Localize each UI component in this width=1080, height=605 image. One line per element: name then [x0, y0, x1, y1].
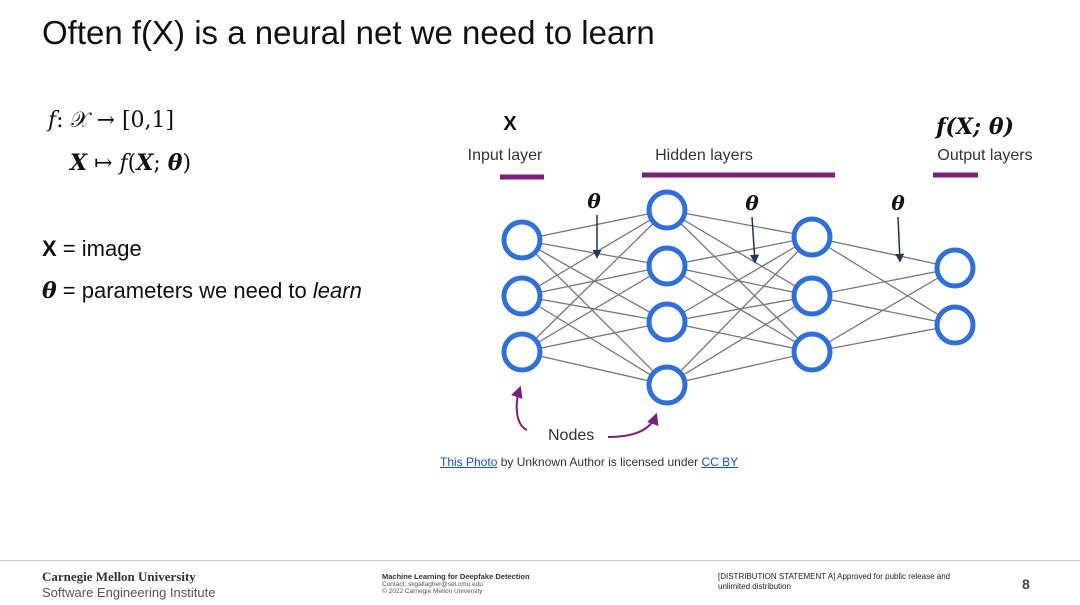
- connection-edge: [811, 267, 956, 353]
- network-nodes: [501, 189, 976, 406]
- nodes-arrow-right: [607, 412, 659, 438]
- network-node: [646, 245, 688, 287]
- photo-credit: This Photo by Unknown Author is licensed…: [440, 455, 738, 469]
- bullet-x-text: = image: [56, 236, 142, 261]
- math-semicolon: ;: [153, 151, 161, 176]
- slide-title: Often f(X) is a neural net we need to le…: [42, 14, 655, 51]
- license-link[interactable]: CC BY: [701, 455, 739, 469]
- bullet-x-image: X = image: [42, 236, 142, 262]
- function-mapping: X ↦ f(X; θ): [70, 150, 191, 176]
- input-symbol: X: [503, 113, 517, 135]
- math-codomain: [0,1]: [121, 108, 175, 133]
- connection-edge: [811, 267, 956, 297]
- connection-edge: [666, 209, 813, 238]
- function-definition: f: 𝒳 → [0,1]: [48, 108, 174, 133]
- connection-edge: [811, 236, 956, 269]
- nodes-arrow-left: [511, 385, 528, 431]
- connection-edge: [521, 209, 668, 353]
- photo-link[interactable]: This Photo: [440, 455, 498, 469]
- distribution-statement: [DISTRIBUTION STATEMENT A] Approved for …: [718, 572, 951, 591]
- math-f2: f: [119, 151, 128, 176]
- network-node: [501, 275, 543, 317]
- output-layers-label: Output layers: [937, 147, 1032, 164]
- math-domain: 𝒳: [70, 108, 90, 133]
- hidden-layers-label: Hidden layers: [655, 147, 753, 164]
- math-f: f: [48, 108, 57, 133]
- page-number: 8: [1022, 576, 1030, 592]
- bullet-theta-emph: learn: [312, 278, 362, 303]
- network-node: [791, 331, 833, 373]
- math-theta: θ: [167, 150, 183, 176]
- network-node: [501, 331, 543, 373]
- connection-edge: [811, 324, 956, 353]
- network-node: [501, 219, 543, 261]
- network-node: [646, 364, 688, 406]
- connection-edge: [666, 351, 813, 386]
- footer-copyright: © 2022 Carnegie Mellon University: [382, 588, 483, 595]
- network-node: [791, 216, 833, 258]
- footer-talk-title: Machine Learning for Deepfake Detection: [382, 572, 530, 581]
- connection-edge: [666, 236, 813, 386]
- footer-talk-info: Machine Learning for Deepfake Detection …: [382, 572, 530, 595]
- network-node: [646, 301, 688, 343]
- input-layer-label: Input layer: [468, 147, 543, 164]
- connection-edge: [666, 321, 813, 353]
- math-close-paren: ): [182, 151, 192, 176]
- theta-label-3: θ: [891, 191, 905, 215]
- connection-edges: [521, 209, 956, 386]
- neural-network-diagram: X f(X; θ) Input layer Hidden layers Outp…: [468, 113, 1033, 444]
- output-symbol: f(X; θ): [934, 114, 1014, 140]
- connection-edge: [666, 295, 813, 323]
- cmu-logo-text: Carnegie Mellon University: [42, 569, 196, 584]
- footer-contact: Contact: skgallagher@sei.cmu.edu: [382, 581, 483, 588]
- bullet-theta-params: θ = parameters we need to learn: [42, 278, 362, 304]
- bullet-x-symbol: X: [42, 236, 57, 261]
- connection-edge: [811, 236, 956, 326]
- connection-edge: [521, 265, 668, 353]
- connection-edge: [666, 295, 813, 386]
- connection-edge: [666, 236, 813, 267]
- math-x: X: [70, 150, 88, 176]
- math-x-arg: X: [136, 150, 154, 176]
- math-open-paren: (: [127, 151, 137, 176]
- connection-edge: [666, 265, 813, 297]
- network-node: [934, 247, 976, 289]
- footer-divider: [0, 560, 1080, 561]
- theta-annotations: θ θ θ: [587, 189, 905, 264]
- credit-text: by Unknown Author is licensed under: [497, 455, 702, 469]
- nodes-label: Nodes: [548, 427, 594, 444]
- connection-edge: [521, 321, 668, 353]
- network-node: [934, 304, 976, 346]
- connection-edge: [521, 351, 668, 386]
- network-node: [646, 189, 688, 231]
- connection-edge: [666, 236, 813, 323]
- math-colon: :: [56, 108, 64, 133]
- math-mapsto: ↦: [94, 151, 113, 176]
- bullet-theta-text: = parameters we need to: [56, 278, 313, 303]
- theta-arrow-2: [750, 216, 760, 264]
- bullet-theta-symbol: θ: [42, 278, 57, 304]
- network-node: [791, 275, 833, 317]
- connection-edge: [521, 295, 668, 386]
- theta-arrow-3: [895, 216, 905, 263]
- connection-edge: [666, 209, 813, 297]
- theta-label-1: θ: [587, 189, 601, 213]
- math-arrow: →: [96, 108, 115, 133]
- sei-text: Software Engineering Institute: [42, 585, 216, 600]
- connection-edge: [521, 239, 668, 386]
- theta-label-2: θ: [745, 191, 759, 215]
- connection-edge: [521, 209, 668, 241]
